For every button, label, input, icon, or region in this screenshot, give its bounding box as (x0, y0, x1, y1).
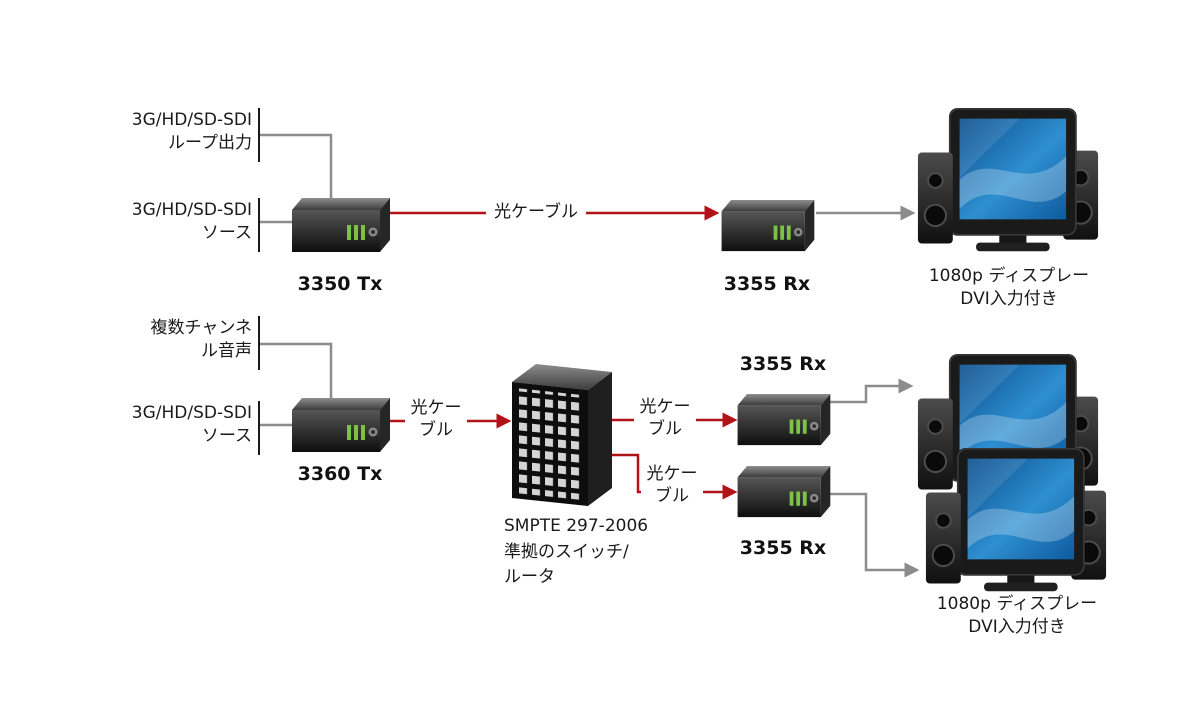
transmitter-3360-device (292, 398, 390, 452)
label-multichannel-audio: 複数チャンネ ル音声 (150, 318, 253, 362)
label-receiver-3355-top: 3355 Rx (723, 273, 811, 295)
label-sdi-loop-output: 3G/HD/SD-SDI ループ出力 (131, 110, 252, 154)
smpte-switch-router-device (512, 364, 612, 506)
label-fiber-out-bottom: 光ケー ブル (641, 463, 703, 509)
label-receiver-3355-mid: 3355 Rx (739, 353, 827, 375)
label-fiber-to-switch: 光ケー ブル (405, 397, 467, 443)
label-fiber-cable-top: 光ケーブル (486, 201, 586, 225)
label-fiber-out-top: 光ケー ブル (634, 396, 696, 442)
receiver-3355-device-top (721, 200, 815, 252)
label-receiver-3355-bottom: 3355 Rx (739, 537, 827, 559)
label-transmitter-3360: 3360 Tx (297, 463, 383, 485)
display-1080p-top (916, 106, 1100, 253)
label-sdi-source-bottom: 3G/HD/SD-SDI ソース (131, 403, 252, 447)
display-1080p-bottom (924, 446, 1108, 593)
label-sdi-source-top: 3G/HD/SD-SDI ソース (131, 200, 252, 244)
arrow-rx3-to-display3 (824, 492, 920, 578)
receiver-3355-device-bottom (737, 466, 831, 518)
label-smpte-switch: SMPTE 297-2006 準拠のスイッチ/ ルータ (504, 516, 649, 587)
input-connector-lines (260, 133, 333, 427)
label-transmitter-3350: 3350 Tx (297, 273, 383, 295)
receiver-3355-device-mid (737, 394, 831, 446)
label-display-bottom: 1080p ディスプレー DVI入力付き (936, 594, 1098, 638)
transmitter-3350-device (292, 198, 390, 252)
label-display-top: 1080p ディスプレー DVI入力付き (928, 266, 1090, 310)
arrow-rx2-to-display2 (824, 378, 914, 404)
dvi-output-arrows (816, 205, 920, 578)
